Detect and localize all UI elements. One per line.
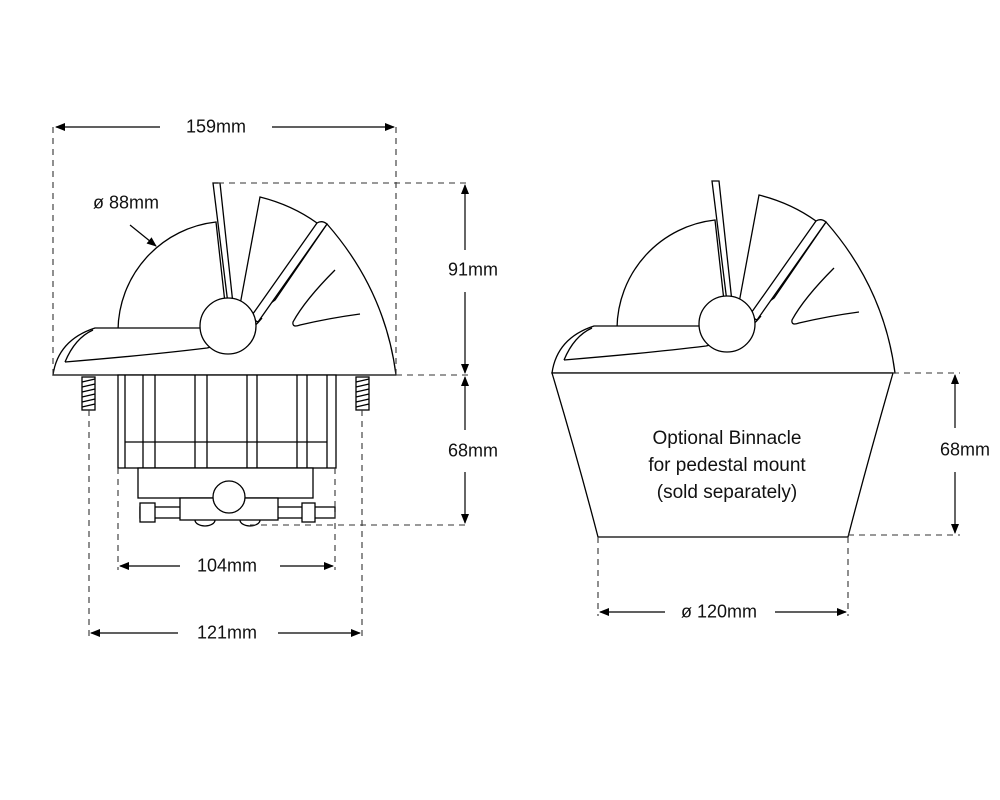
body-height-label: 68mm bbox=[444, 440, 502, 462]
overall-width-label: 159mm bbox=[182, 116, 250, 138]
dome-height-label: 91mm bbox=[444, 259, 502, 281]
binnacle-note-line: for pedestal mount bbox=[648, 455, 806, 476]
binnacle-note-line: (sold separately) bbox=[656, 482, 798, 503]
binnacle-note: Optional Binnacle for pedestal mount (so… bbox=[648, 425, 805, 506]
binnacle-diameter-label: ø 120mm bbox=[677, 601, 761, 623]
inner-width-label: 104mm bbox=[193, 555, 261, 577]
dome-diameter-label: ø 88mm bbox=[89, 192, 163, 214]
dimension-lines-right bbox=[597, 372, 960, 616]
binnacle-height-label: 68mm bbox=[936, 439, 994, 461]
mount-screw-right bbox=[355, 376, 370, 411]
binnacle-note-line: Optional Binnacle bbox=[652, 428, 802, 449]
mount-width-label: 121mm bbox=[193, 622, 261, 644]
compass-side-view bbox=[52, 182, 397, 527]
mount-screw-left bbox=[81, 376, 96, 411]
dimension-lines-left bbox=[52, 123, 470, 637]
